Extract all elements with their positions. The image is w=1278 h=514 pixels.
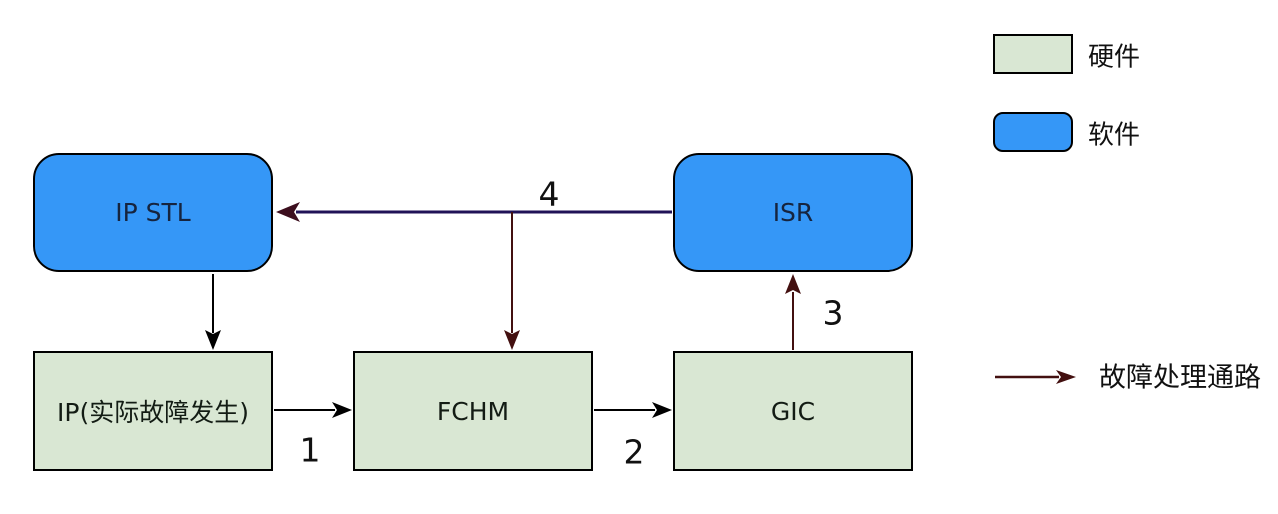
legend-path-arrowhead-icon bbox=[1056, 370, 1076, 384]
node-gic-label: GIC bbox=[770, 396, 816, 426]
edge-1-label: 1 bbox=[299, 430, 321, 470]
legend-software-label: 软件 bbox=[1088, 120, 1141, 151]
edge-2-label: 2 bbox=[623, 432, 645, 472]
node-gic: GIC bbox=[673, 351, 913, 471]
edge-4-arrowhead-icon bbox=[276, 202, 300, 222]
node-fchm: FCHM bbox=[353, 351, 593, 471]
node-isr: ISR bbox=[673, 153, 913, 272]
node-isr-label: ISR bbox=[772, 198, 814, 227]
node-ip-hardware-label: IP(实际故障发生) bbox=[57, 398, 249, 427]
legend-fault-path-label: 故障处理通路 bbox=[1099, 362, 1261, 394]
edge-3-arrowhead-icon bbox=[785, 274, 801, 294]
node-fchm-label: FCHM bbox=[436, 396, 510, 426]
legend-hardware-swatch bbox=[993, 34, 1073, 74]
edge-3-label: 3 bbox=[822, 293, 844, 333]
node-ip-hardware: IP(实际故障发生) bbox=[33, 351, 273, 471]
node-ip-stl-label: IP STL bbox=[115, 198, 191, 227]
edge-stl-to-ip-arrowhead-icon bbox=[205, 330, 221, 350]
edge-4-branch-arrowhead-icon bbox=[504, 330, 520, 350]
edge-4-label: 4 bbox=[538, 174, 560, 214]
edge-1-arrowhead-icon bbox=[332, 402, 352, 418]
legend-hardware-label: 硬件 bbox=[1088, 42, 1141, 73]
legend-software-swatch bbox=[993, 112, 1073, 152]
node-ip-stl: IP STL bbox=[33, 153, 273, 272]
edge-2-arrowhead-icon bbox=[652, 402, 672, 418]
